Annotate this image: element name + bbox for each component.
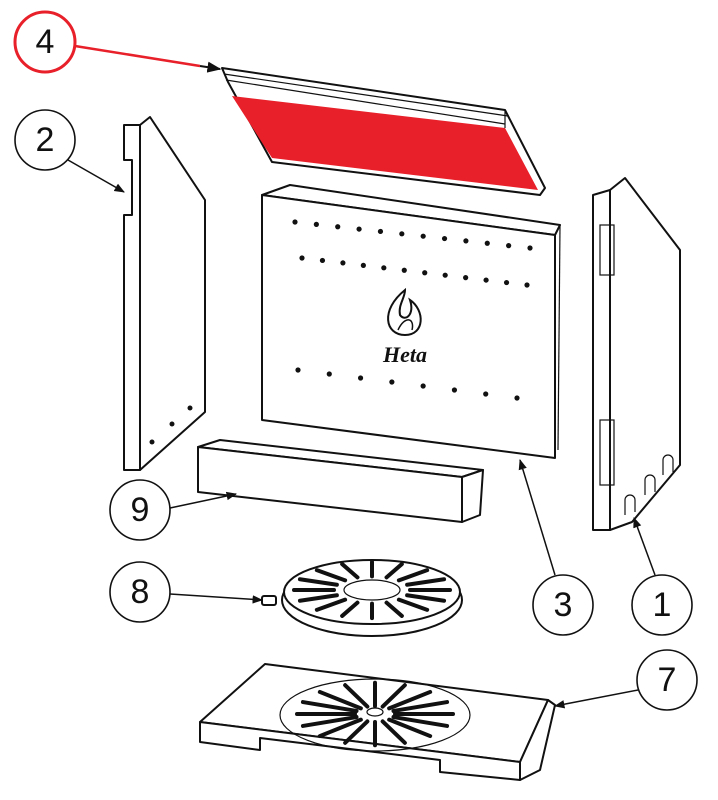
logo-text: Heta bbox=[382, 342, 427, 367]
callout-label: 1 bbox=[653, 586, 672, 624]
vent-hole bbox=[326, 371, 332, 377]
grate-slot bbox=[340, 600, 360, 618]
vent-hole bbox=[399, 231, 405, 237]
callout-label: 9 bbox=[131, 491, 150, 529]
vent-hole bbox=[360, 262, 366, 268]
vent-hole bbox=[381, 265, 387, 271]
grate-slot bbox=[391, 700, 450, 713]
grate-slot bbox=[405, 577, 447, 587]
vent-hole bbox=[524, 282, 530, 288]
vent-hole bbox=[420, 383, 426, 389]
grate-slot bbox=[391, 715, 450, 728]
callout-label: 4 bbox=[36, 23, 55, 61]
vent-hole bbox=[463, 275, 469, 281]
vent-hole bbox=[451, 387, 458, 393]
leader-line-3 bbox=[518, 458, 556, 576]
grate-slot bbox=[297, 593, 339, 603]
leader-arrow-4 bbox=[199, 61, 222, 73]
grate-slot bbox=[380, 683, 407, 709]
vent-hole bbox=[441, 235, 448, 242]
grate-slot bbox=[384, 562, 404, 580]
grate-part-8[interactable] bbox=[261, 559, 463, 637]
front-brick-part-9[interactable] bbox=[197, 439, 484, 523]
vent-hole bbox=[483, 277, 489, 283]
vent-hole bbox=[356, 226, 362, 232]
heta-logo-icon bbox=[387, 287, 422, 337]
grate-slot bbox=[317, 689, 363, 711]
callout-7[interactable]: 7 bbox=[636, 649, 698, 711]
vent-hole bbox=[292, 219, 298, 225]
callout-2[interactable]: 2 bbox=[14, 109, 76, 171]
grate-slot bbox=[380, 719, 407, 745]
callout-label: 2 bbox=[36, 121, 55, 159]
vent-hole bbox=[389, 379, 395, 385]
right-side-panel-part-1[interactable] bbox=[592, 177, 681, 531]
callout-label: 7 bbox=[658, 661, 677, 699]
vent-hole bbox=[442, 272, 448, 278]
vent-hole bbox=[313, 221, 319, 227]
leader-line-1 bbox=[633, 517, 656, 576]
vent-hole bbox=[420, 233, 426, 239]
vent-hole bbox=[506, 243, 512, 249]
grate-slot bbox=[396, 568, 430, 583]
grate-slot bbox=[396, 597, 430, 612]
vent-hole bbox=[401, 267, 407, 273]
vent-hole bbox=[514, 395, 520, 401]
callout-3[interactable]: 3 bbox=[532, 574, 594, 636]
left-side-panel-part-2[interactable] bbox=[123, 116, 206, 471]
callout-4[interactable]: 4 bbox=[13, 10, 77, 74]
vent-hole bbox=[422, 270, 428, 276]
leader-line-2 bbox=[67, 159, 125, 193]
grate-slot bbox=[340, 562, 360, 580]
vent-hole bbox=[377, 228, 384, 235]
back-panel-part-3[interactable]: Heta bbox=[261, 184, 561, 459]
vent-hole bbox=[340, 260, 346, 266]
callout-9[interactable]: 9 bbox=[109, 479, 171, 541]
leader-line-4 bbox=[74, 44, 201, 68]
grate-slot bbox=[387, 717, 433, 739]
grate-slot bbox=[314, 597, 348, 612]
leader-line-8 bbox=[169, 593, 264, 604]
callout-label: 8 bbox=[131, 573, 150, 611]
baffle-part-4[interactable] bbox=[221, 67, 546, 196]
vent-hole bbox=[299, 255, 305, 261]
vent-hole bbox=[483, 391, 489, 397]
vent-hole bbox=[527, 245, 533, 251]
grate-slot bbox=[405, 593, 447, 603]
callout-1[interactable]: 1 bbox=[631, 574, 693, 636]
callout-8[interactable]: 8 bbox=[109, 561, 171, 623]
callout-label: 3 bbox=[554, 586, 573, 624]
grate-slot bbox=[317, 717, 363, 739]
vent-hole bbox=[357, 375, 364, 381]
grate-slot bbox=[343, 719, 370, 745]
grate-slot bbox=[297, 577, 339, 587]
vent-hole bbox=[295, 367, 301, 373]
leader-line-9 bbox=[169, 491, 238, 509]
vent-hole bbox=[503, 279, 510, 286]
grate-slot bbox=[314, 568, 348, 583]
grate-slot bbox=[343, 683, 370, 709]
grate-slot bbox=[384, 600, 404, 618]
vent-hole bbox=[484, 240, 490, 246]
grate-slot bbox=[387, 689, 433, 711]
base-plate-part-7[interactable] bbox=[199, 663, 556, 781]
vent-hole bbox=[319, 257, 326, 264]
vent-hole bbox=[463, 238, 469, 244]
leader-line-7 bbox=[553, 689, 639, 709]
grate-slot bbox=[300, 715, 359, 728]
vent-hole bbox=[335, 224, 341, 230]
grate-slot bbox=[300, 700, 359, 713]
